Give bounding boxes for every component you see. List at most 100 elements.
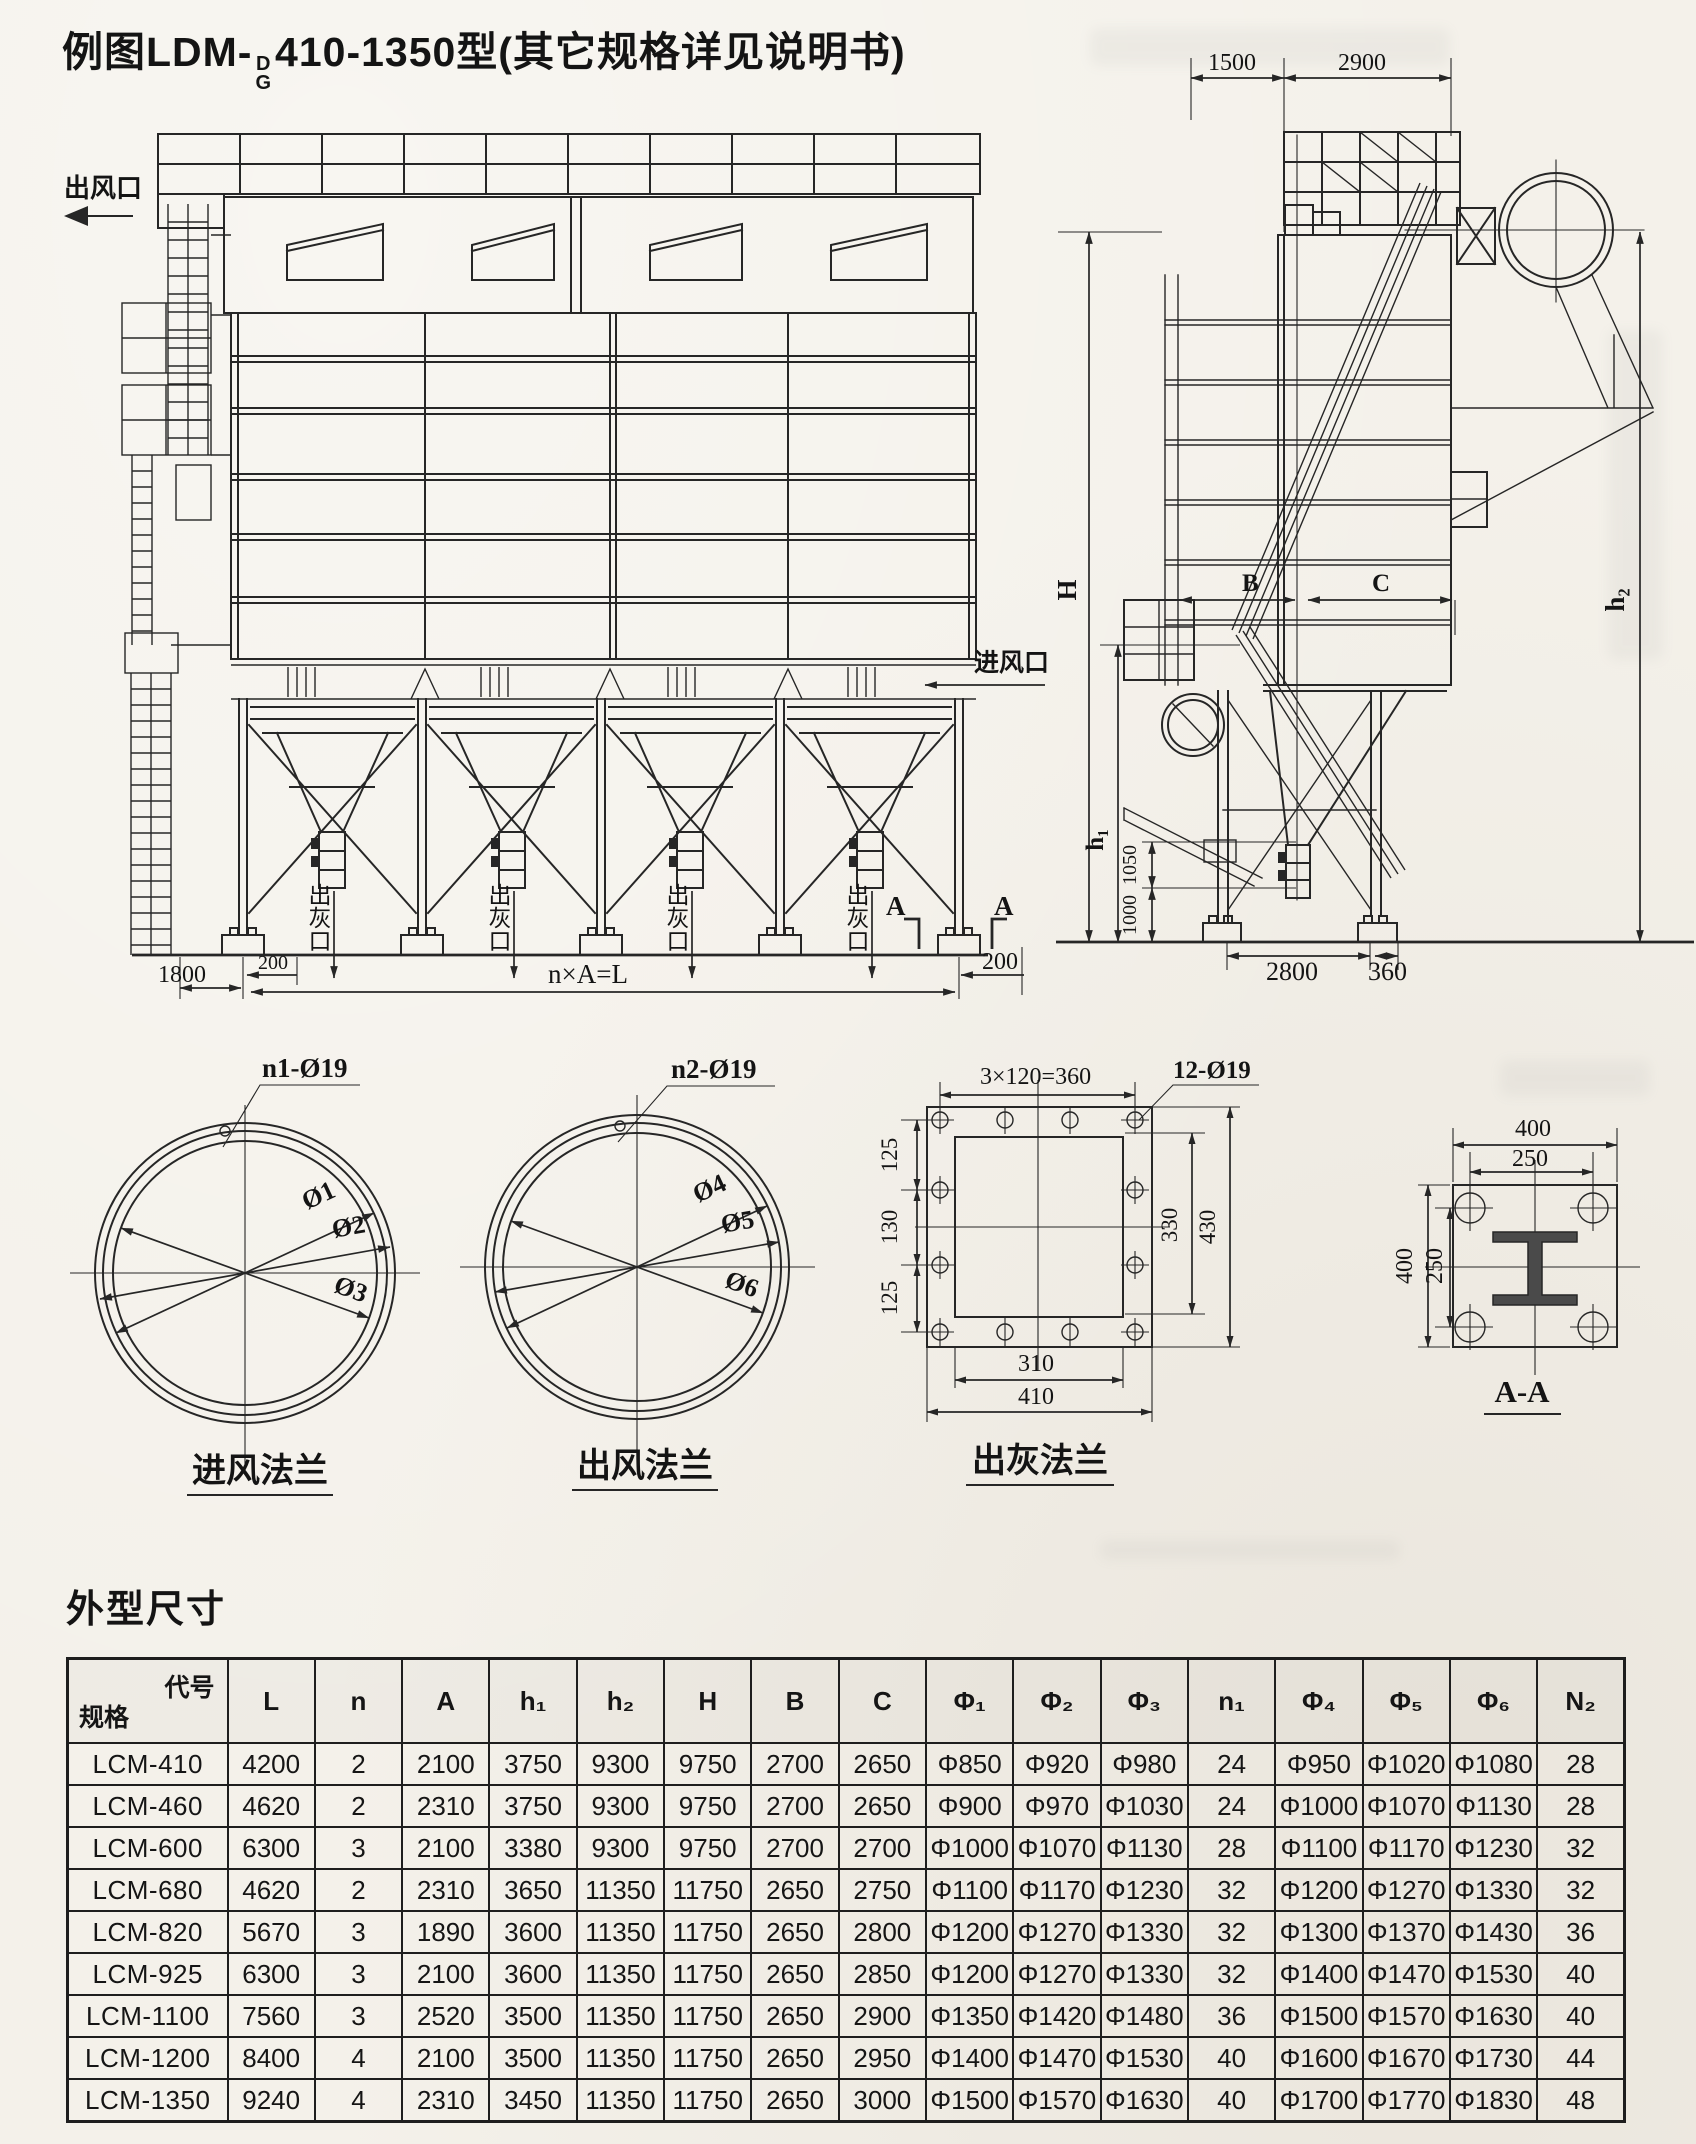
value-cell: Φ1570	[1361, 1994, 1451, 2038]
access-ladders	[121, 204, 231, 955]
model-cell: LCM-1100	[66, 1994, 229, 2038]
value-cell: 32	[1186, 1910, 1277, 1954]
value-cell: 28	[1536, 1742, 1626, 1786]
corner-label-code: 代号	[164, 1674, 215, 1702]
value-cell: 2650	[837, 1742, 928, 1786]
model-cell: LCM-600	[66, 1826, 229, 1870]
value-cell: Φ1100	[924, 1868, 1015, 1912]
value-cell: Φ1200	[924, 1910, 1015, 1954]
value-cell: Φ1600	[1274, 2036, 1364, 2080]
value-cell: 2100	[401, 1742, 491, 1786]
value-cell: Φ1330	[1448, 1868, 1539, 1912]
scan-smudge	[1608, 330, 1663, 660]
value-cell: 2900	[837, 1994, 928, 2038]
ash-flange-caption: 出灰法兰	[972, 1441, 1108, 1481]
value-cell: 3450	[488, 2078, 578, 2123]
value-cell: 40	[1186, 2078, 1277, 2123]
column-header: A	[401, 1657, 491, 1744]
value-cell: 2650	[750, 1910, 840, 1954]
ash-outlet-label: 出灰口	[484, 883, 512, 952]
value-cell: 11750	[663, 1868, 753, 1912]
value-cell: Φ1130	[1448, 1784, 1539, 1828]
value-cell: Φ1270	[1361, 1868, 1451, 1912]
dia-label-6: Ø6	[721, 1265, 762, 1304]
value-cell: Φ1420	[1012, 1994, 1102, 2038]
value-cell: 9300	[575, 1742, 666, 1786]
value-cell: Φ1670	[1361, 2036, 1451, 2080]
hopper-row	[247, 706, 955, 915]
bolt-holes	[926, 1106, 1149, 1346]
bolt-callout-label: 12-Ø19	[1173, 1057, 1251, 1084]
value-cell: 3	[313, 1994, 404, 2038]
dia-label-5: Ø5	[719, 1204, 757, 1238]
scan-smudge	[1090, 28, 1450, 66]
value-cell: 11350	[575, 1910, 666, 1954]
value-cell: 3750	[488, 1784, 578, 1828]
value-cell: 2750	[837, 1868, 928, 1912]
value-cell: 2800	[837, 1910, 928, 1954]
value-cell: 11350	[575, 2036, 666, 2080]
value-cell: 4	[313, 2078, 404, 2123]
model-cell: LCM-820	[66, 1910, 229, 1954]
value-cell: Φ970	[1012, 1784, 1102, 1828]
dia-label-1: Ø1	[297, 1175, 339, 1215]
value-cell: 11350	[575, 2078, 666, 2123]
side-outlet-box	[1123, 599, 1263, 887]
spec-table-title: 外型尺寸	[66, 1589, 227, 1631]
value-cell: Φ1830	[1448, 2078, 1539, 2123]
dim-1500: 1500	[1208, 50, 1256, 76]
model-cell: LCM-680	[66, 1868, 229, 1912]
value-cell: Φ1230	[1099, 1868, 1189, 1912]
valve-motors	[311, 838, 857, 867]
value-cell: 3750	[488, 1742, 578, 1786]
column-header: n	[313, 1657, 404, 1744]
dim-125-upper: 125	[877, 1138, 902, 1173]
value-cell: 2650	[837, 1784, 928, 1828]
dim-200-left: 200	[258, 952, 288, 974]
dim-2900: 2900	[1338, 50, 1386, 76]
value-cell: 32	[1186, 1952, 1277, 1996]
value-cell: 11350	[575, 1952, 666, 1996]
dim-1800: 1800	[158, 962, 206, 988]
side-hopper	[1202, 684, 1447, 943]
value-cell: 3650	[488, 1868, 578, 1912]
dim-C: C	[1372, 570, 1390, 597]
value-cell: Φ1080	[1448, 1742, 1539, 1786]
value-cell: Φ1200	[924, 1952, 1015, 1996]
value-cell: 9750	[663, 1826, 753, 1870]
model-cell: LCM-410	[66, 1742, 229, 1786]
value-cell: 32	[1536, 1826, 1626, 1870]
value-cell: Φ1270	[1012, 1952, 1102, 1996]
value-cell: Φ1170	[1361, 1826, 1451, 1870]
title-prefix: 例图LDM-	[62, 29, 253, 75]
column-header: Φ₄	[1274, 1657, 1364, 1744]
value-cell: 11750	[663, 2036, 753, 2080]
value-cell: Φ1500	[1274, 1994, 1364, 2038]
value-cell: Φ920	[1012, 1742, 1102, 1786]
value-cell: Φ1070	[1361, 1784, 1451, 1828]
value-cell: Φ1350	[924, 1994, 1015, 2038]
bc-dimensions: B C	[1179, 570, 1456, 635]
bolt-callout-label: n2-Ø19	[671, 1054, 757, 1084]
staircase	[1231, 182, 1442, 879]
roof-structure	[1283, 131, 1461, 236]
value-cell: Φ1400	[924, 2036, 1015, 2080]
value-cell: 11750	[663, 1910, 753, 1954]
dim-410: 410	[1018, 1384, 1054, 1410]
value-cell: 2650	[750, 2036, 840, 2080]
value-cell: Φ1500	[924, 2078, 1015, 2123]
value-cell: 3000	[837, 2078, 928, 2123]
model-cell: LCM-460	[66, 1784, 229, 1828]
dim-1050: 1050	[1119, 845, 1141, 885]
value-cell: 2650	[750, 1952, 840, 1996]
value-cell: Φ1470	[1012, 2036, 1102, 2080]
inlet-flange-detail: n1-Ø19 Ø1 Ø2 Ø3 进风法兰	[70, 1053, 420, 1496]
